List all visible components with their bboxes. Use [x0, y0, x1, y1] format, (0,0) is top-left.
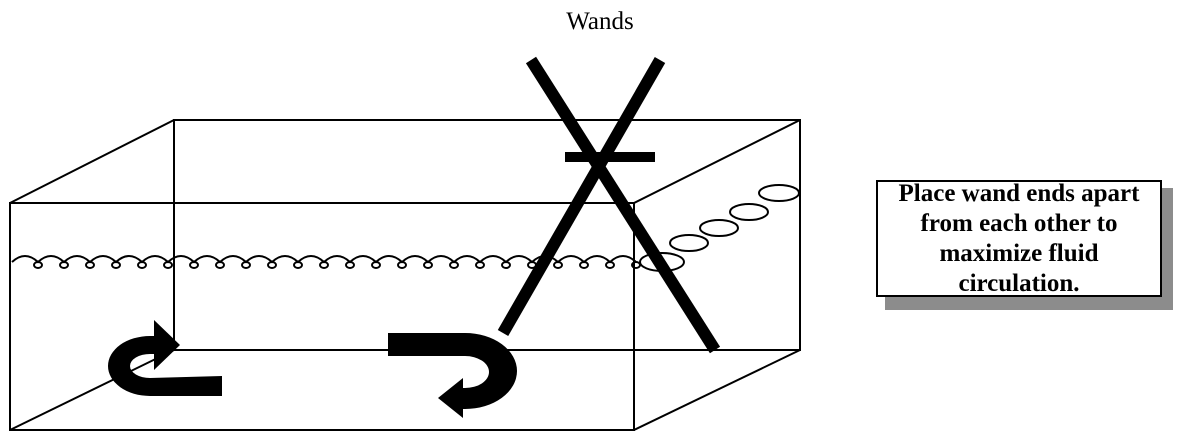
water-ripple — [475, 261, 485, 269]
note-text: Place wand ends apart from each other to… — [898, 179, 1140, 297]
tank-edge-top-right — [633, 119, 801, 204]
bubbles — [639, 184, 800, 272]
water-ripple — [137, 261, 147, 269]
water-ripple — [345, 261, 355, 269]
tank-front-face — [9, 202, 635, 431]
water-ripple — [371, 261, 381, 269]
bubble — [669, 234, 709, 252]
flow-arrow-left — [108, 320, 222, 396]
water-ripple — [579, 261, 589, 269]
water-ripple — [423, 261, 433, 269]
wand-left — [525, 56, 721, 354]
water-ripple — [163, 261, 173, 269]
water-ripple — [33, 261, 43, 269]
bubble — [699, 219, 739, 237]
tank-edge-top-left — [9, 119, 175, 204]
flow-arrow-right — [388, 333, 517, 418]
water-ripple — [59, 261, 69, 269]
water-ripple — [605, 261, 615, 269]
tank-back-face — [173, 119, 801, 351]
flow-arrows — [108, 320, 517, 418]
wand-right — [497, 57, 666, 336]
water-ripple — [111, 261, 121, 269]
bubble — [729, 203, 769, 221]
water-ripple — [397, 261, 407, 269]
tank-edge-bottom-right — [633, 349, 801, 431]
water-ripple — [553, 261, 563, 269]
water-ripple — [85, 261, 95, 269]
wands-label: Wands — [566, 8, 634, 35]
water-ripple — [293, 261, 303, 269]
note-box: Place wand ends apart from each other to… — [876, 180, 1162, 297]
water-ripple — [449, 261, 459, 269]
wands — [497, 56, 721, 354]
water-ripple — [215, 261, 225, 269]
water-ripple — [241, 261, 251, 269]
water-ripple — [501, 261, 511, 269]
tank-edge-bottom-left — [9, 349, 175, 431]
water-ripple — [319, 261, 329, 269]
water-ripple — [189, 261, 199, 269]
bubble — [758, 184, 800, 202]
water-ripple — [267, 261, 277, 269]
